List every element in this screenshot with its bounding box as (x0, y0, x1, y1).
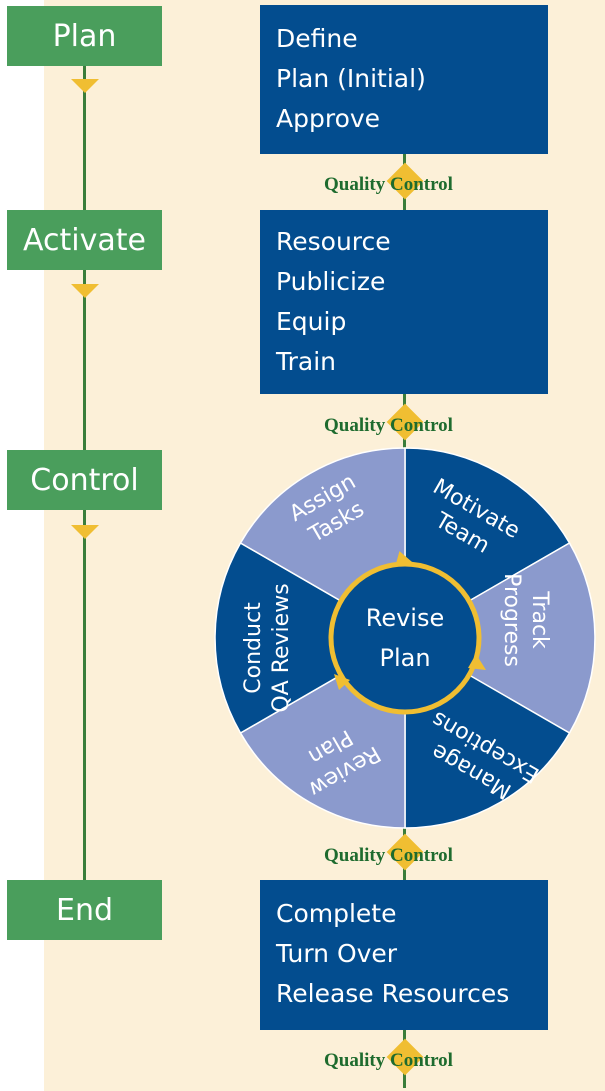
segment-label-line: Progress (499, 573, 524, 667)
wheel-segments (214, 447, 596, 829)
wheel-center-line: Plan (379, 644, 430, 672)
wheel-segment-conduct-qa-reviews (214, 541, 407, 735)
segment-label-track-progress: Track Progress (499, 573, 552, 667)
segment-label-line: QA Reviews (269, 583, 294, 712)
cycle-ring (328, 561, 482, 715)
timeline-arrow-icon (71, 525, 99, 539)
activate-task-box: Resource Publicize Equip Train (260, 210, 548, 394)
task-item: Plan (Initial) (276, 64, 426, 93)
task-item: Turn Over (276, 939, 398, 968)
task-item: Equip (276, 307, 347, 336)
task-item: Approve (276, 104, 381, 133)
plan-task-box: Define Plan (Initial) Approve (260, 5, 548, 154)
segment-label-conduct-qa-reviews: Conduct QA Reviews (241, 583, 294, 712)
task-item: Publicize (276, 267, 386, 296)
phase-plan: Plan (7, 6, 162, 66)
cycle-arrow-icon (334, 674, 350, 690)
quality-control-label: Quality Control (324, 845, 453, 866)
end-task-box: Complete Turn Over Release Resources (260, 880, 548, 1030)
segment-label-line: Conduct (241, 602, 266, 694)
quality-control-label: Quality Control (324, 1050, 453, 1071)
phase-activate: Activate (7, 210, 162, 270)
task-item: Train (276, 347, 336, 376)
task-item: Resource (276, 227, 391, 256)
phase-end: End (7, 880, 162, 940)
phase-control: Control (7, 450, 162, 510)
timeline-arrow-icon (71, 284, 99, 298)
cycle-arrow-icon (468, 654, 486, 670)
wheel-segment-track-progress (403, 541, 596, 735)
cycle-arrow-icon (395, 551, 413, 566)
task-item: Release Resources (276, 979, 510, 1008)
quality-control-label: Quality Control (324, 174, 453, 195)
task-item: Define (276, 24, 358, 53)
wheel-center-line: Revise (366, 604, 445, 632)
segment-label-line: Track (527, 590, 552, 649)
task-item: Complete (276, 899, 397, 928)
wheel-center (329, 562, 481, 714)
quality-control-label: Quality Control (324, 415, 453, 436)
timeline-arrow-icon (71, 79, 99, 93)
